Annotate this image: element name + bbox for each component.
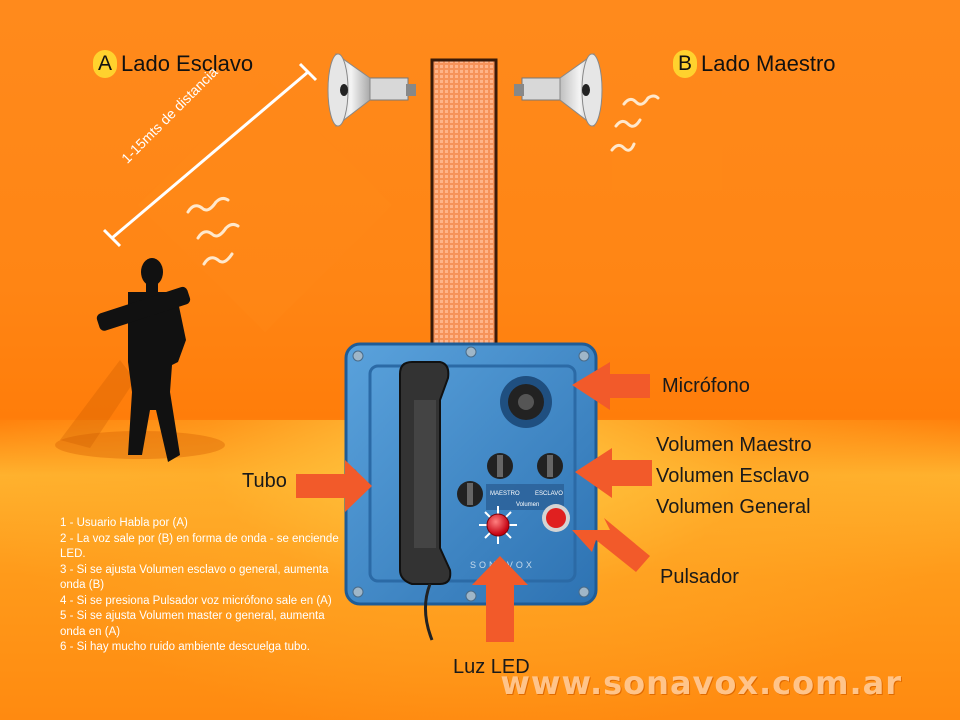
step-item: 3 - Si se ajusta Volumen esclavo o gener… — [60, 563, 329, 592]
step-item: 4 - Si se presiona Pulsador voz micrófon… — [60, 594, 332, 607]
label-volumen-maestro: Volumen Maestro — [656, 434, 812, 456]
label-tubo: Tubo — [242, 470, 287, 492]
person-shadow-2 — [60, 360, 135, 448]
side-b-text: Lado Maestro — [701, 51, 836, 76]
steps-list: 1 - Usuario Habla por (A) 2 - La voz sal… — [60, 516, 345, 656]
panel-label-esclavo: ESCLAVO — [535, 491, 563, 497]
speaking-tube — [430, 58, 498, 362]
side-b-badge: B — [673, 50, 697, 78]
label-volumen-general: Volumen General — [656, 496, 811, 518]
person-silhouette — [96, 258, 191, 462]
label-luz-led: Luz LED — [453, 656, 530, 678]
label-pulsador: Pulsador — [660, 566, 739, 588]
side-b-label: B Lado Maestro — [673, 50, 836, 78]
arrow-volumen — [575, 448, 652, 498]
arrow-luz-led — [472, 556, 528, 642]
arrow-microfono — [572, 362, 650, 410]
step-item: 2 - La voz sale por (B) en forma de onda… — [60, 532, 339, 561]
panel-label-volumen: Volumen — [516, 502, 539, 508]
speaker-a — [327, 53, 416, 127]
side-a-text: Lado Esclavo — [121, 51, 254, 76]
side-a-label: A Lado Esclavo — [93, 50, 253, 78]
step-item: 1 - Usuario Habla por (A) — [60, 517, 188, 529]
website-watermark[interactable]: www.sonavox.com.ar — [500, 664, 902, 702]
panel-label-maestro: MAESTRO — [490, 491, 520, 497]
step-item: 5 - Si se ajusta Volumen master o genera… — [60, 610, 325, 638]
label-microfono: Micrófono — [662, 375, 750, 397]
intercom-panel: MAESTRO ESCLAVO Volumen SONAVOX — [344, 342, 598, 641]
distance-measure — [102, 62, 318, 248]
arrow-pulsador — [572, 518, 650, 572]
speaker-b — [514, 53, 603, 127]
sound-wave-b — [610, 90, 722, 190]
arrows — [296, 362, 652, 642]
arrow-tubo — [296, 460, 372, 512]
label-volumen-esclavo: Volumen Esclavo — [656, 465, 810, 487]
step-item: 6 - Si hay mucho ruido ambiente descuelg… — [60, 641, 310, 653]
side-a-badge: A — [93, 50, 117, 78]
